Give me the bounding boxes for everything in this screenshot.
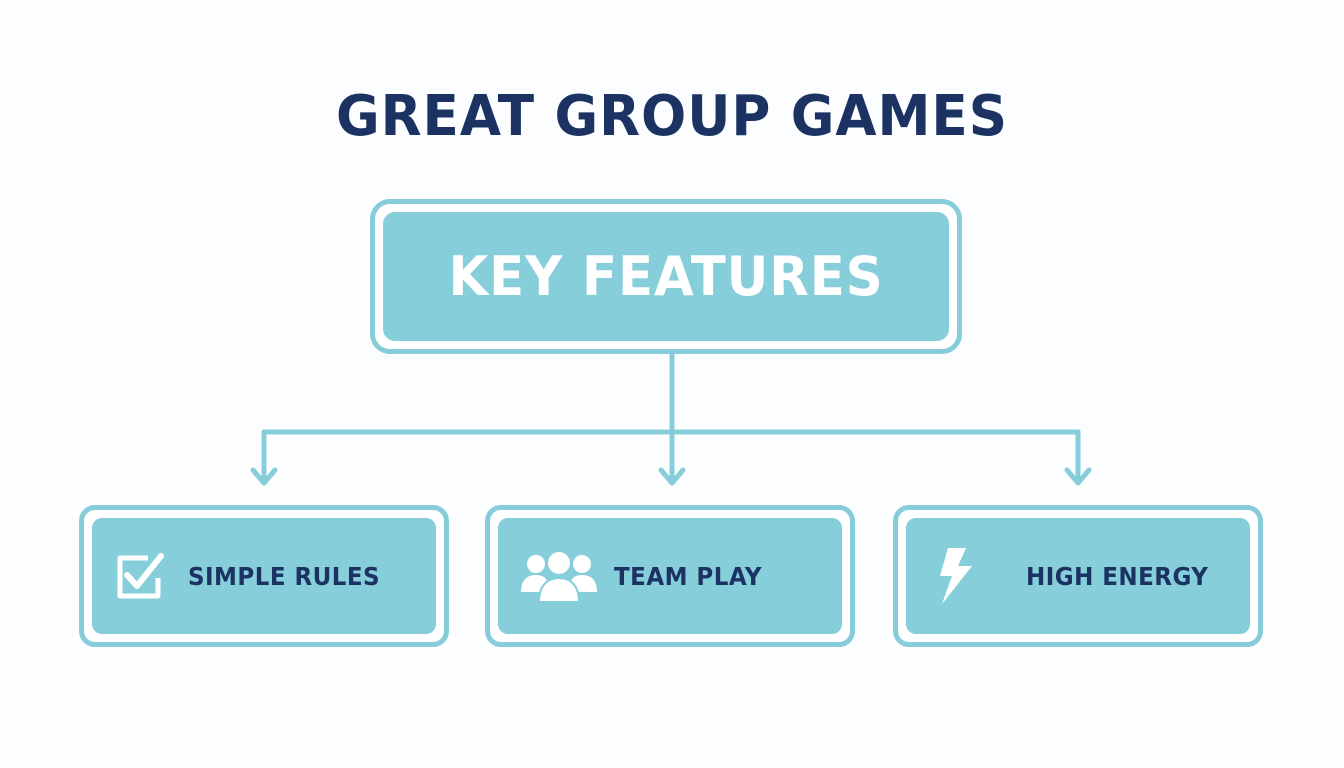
team-play-label: TEAM PLAY bbox=[614, 561, 763, 591]
diagram-title: GREAT GROUP GAMES bbox=[335, 84, 1008, 149]
key-features-label: KEY FEATURES bbox=[448, 245, 884, 308]
simple-rules-node: SIMPLE RULES bbox=[79, 505, 449, 647]
simple-rules-label: SIMPLE RULES bbox=[188, 561, 381, 591]
high-energy-inner: HIGH ENERGY bbox=[906, 518, 1250, 634]
team-play-inner: TEAM PLAY bbox=[498, 518, 842, 634]
key-features-inner: KEY FEATURES bbox=[383, 212, 949, 341]
high-energy-node: HIGH ENERGY bbox=[893, 505, 1263, 647]
group-people-icon bbox=[518, 546, 600, 606]
key-features-node: KEY FEATURES bbox=[370, 199, 962, 354]
simple-rules-inner: SIMPLE RULES bbox=[92, 518, 436, 634]
high-energy-label: HIGH ENERGY bbox=[1026, 561, 1209, 591]
checkbox-icon bbox=[112, 546, 172, 606]
lightning-bolt-icon bbox=[926, 546, 986, 606]
team-play-node: TEAM PLAY bbox=[485, 505, 855, 647]
